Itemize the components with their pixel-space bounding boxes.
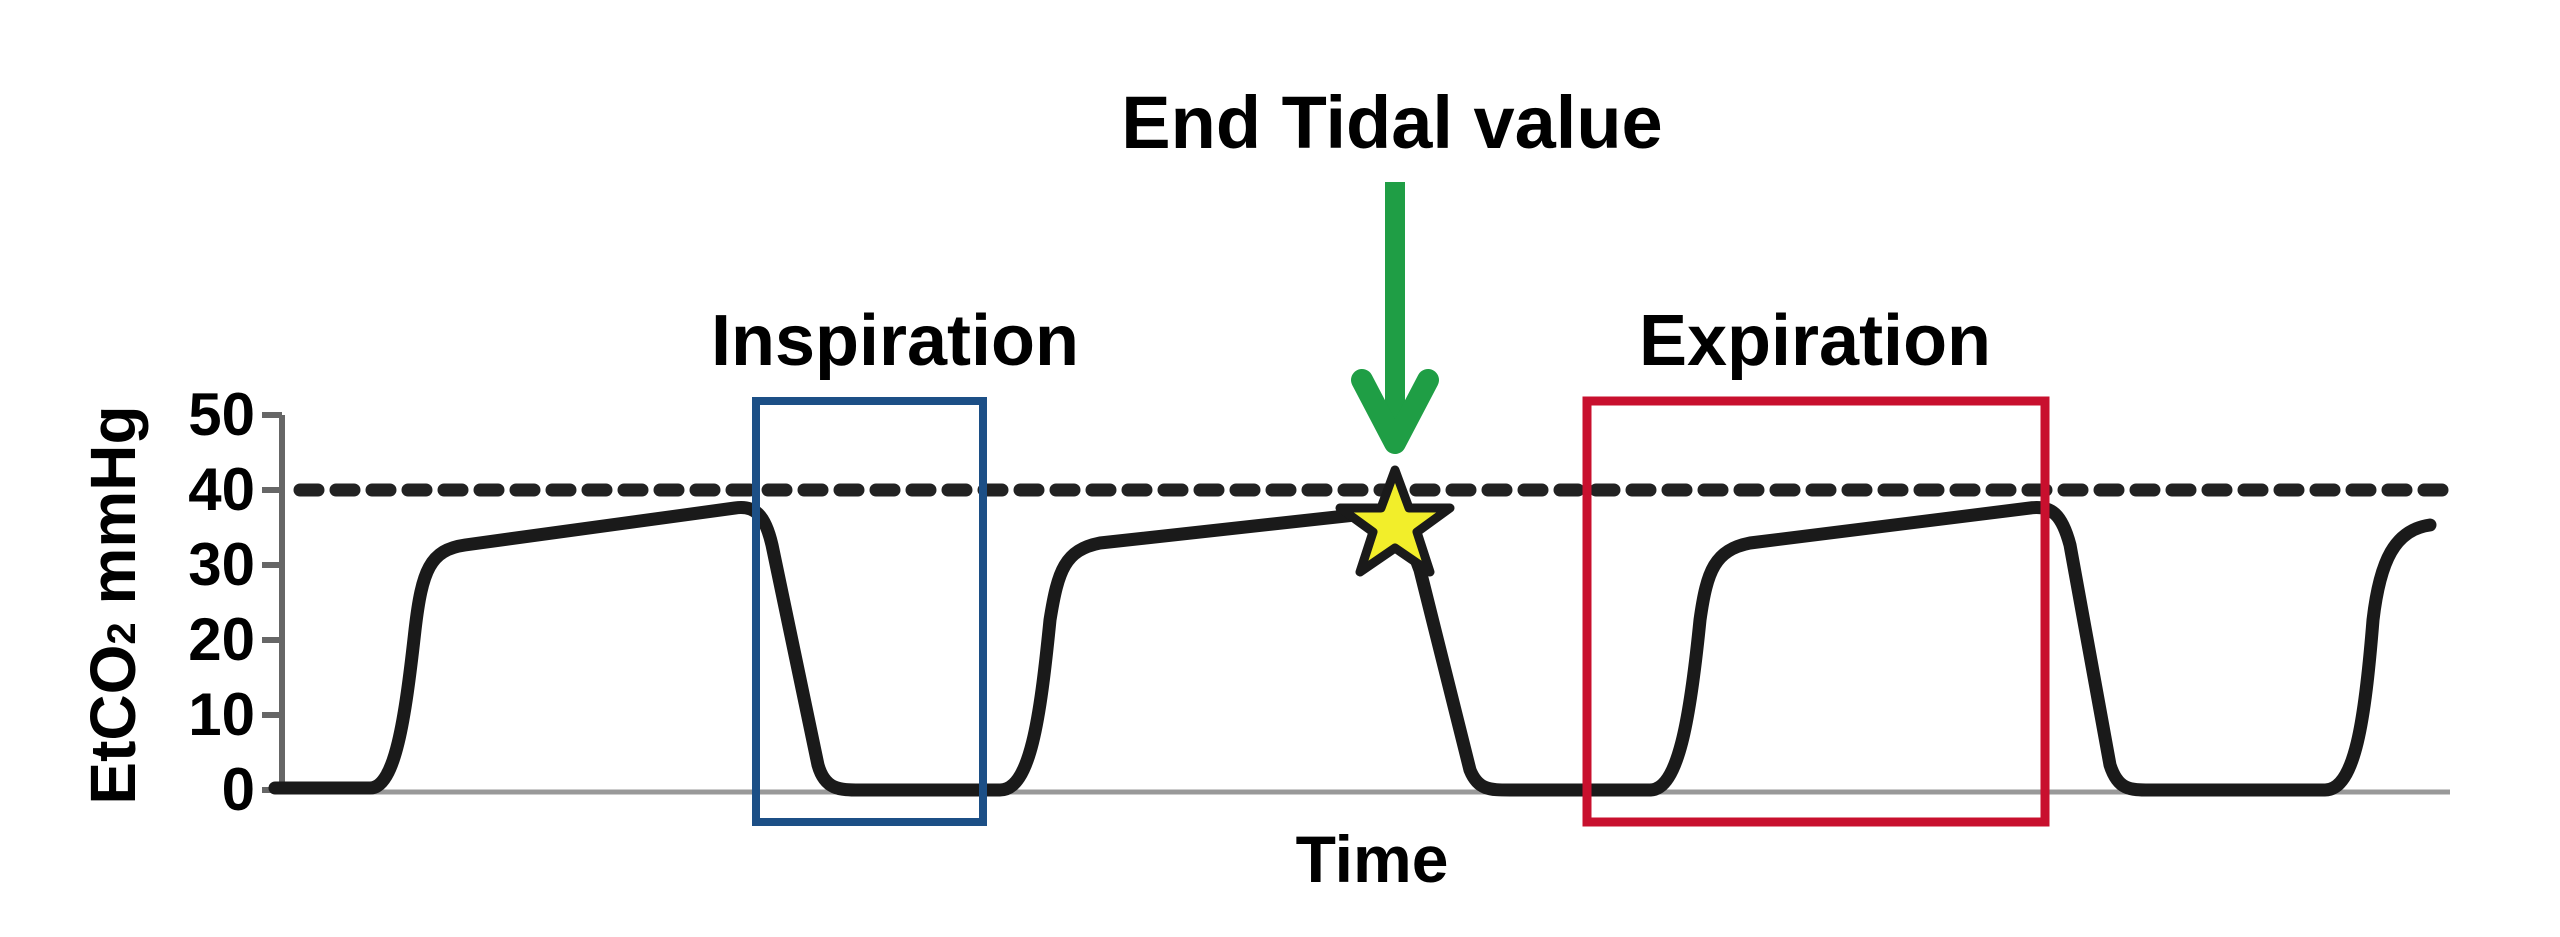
- y-label-unit: mmHg: [77, 405, 149, 622]
- y-tick-label: 20: [188, 606, 255, 673]
- y-label-subscript: 2: [100, 622, 144, 644]
- y-label-main: EtCO: [77, 645, 149, 805]
- y-tick-label: 30: [188, 531, 255, 598]
- title: End Tidal value: [1121, 81, 1662, 164]
- inspiration-box: [752, 397, 987, 826]
- y-tick-label: 10: [188, 681, 255, 748]
- y-tick-label: 0: [222, 756, 255, 823]
- star-icon: [1335, 465, 1455, 577]
- expiration-box: [1582, 396, 2050, 827]
- y-tick-label: 40: [188, 456, 255, 523]
- y-ticks: [262, 412, 282, 793]
- x-axis-label: Time: [1296, 822, 1449, 896]
- expiration-label: Expiration: [1639, 301, 1991, 381]
- y-tick-label: 50: [188, 381, 255, 448]
- capnography-waveform: [268, 501, 2437, 797]
- arrow-down-icon: [1351, 182, 1439, 454]
- y-axis-label: EtCO2 mmHg: [77, 405, 149, 804]
- inspiration-label: Inspiration: [711, 301, 1079, 381]
